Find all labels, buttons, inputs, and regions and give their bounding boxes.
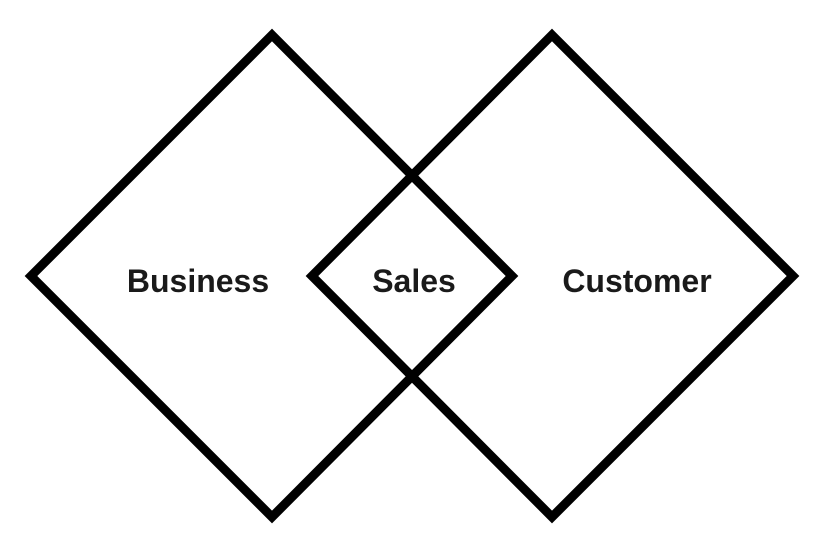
business-label: Business <box>127 263 269 299</box>
customer-label: Customer <box>562 263 711 299</box>
customer-diamond <box>305 28 800 524</box>
sales-label: Sales <box>372 263 456 299</box>
business-diamond <box>24 28 519 524</box>
